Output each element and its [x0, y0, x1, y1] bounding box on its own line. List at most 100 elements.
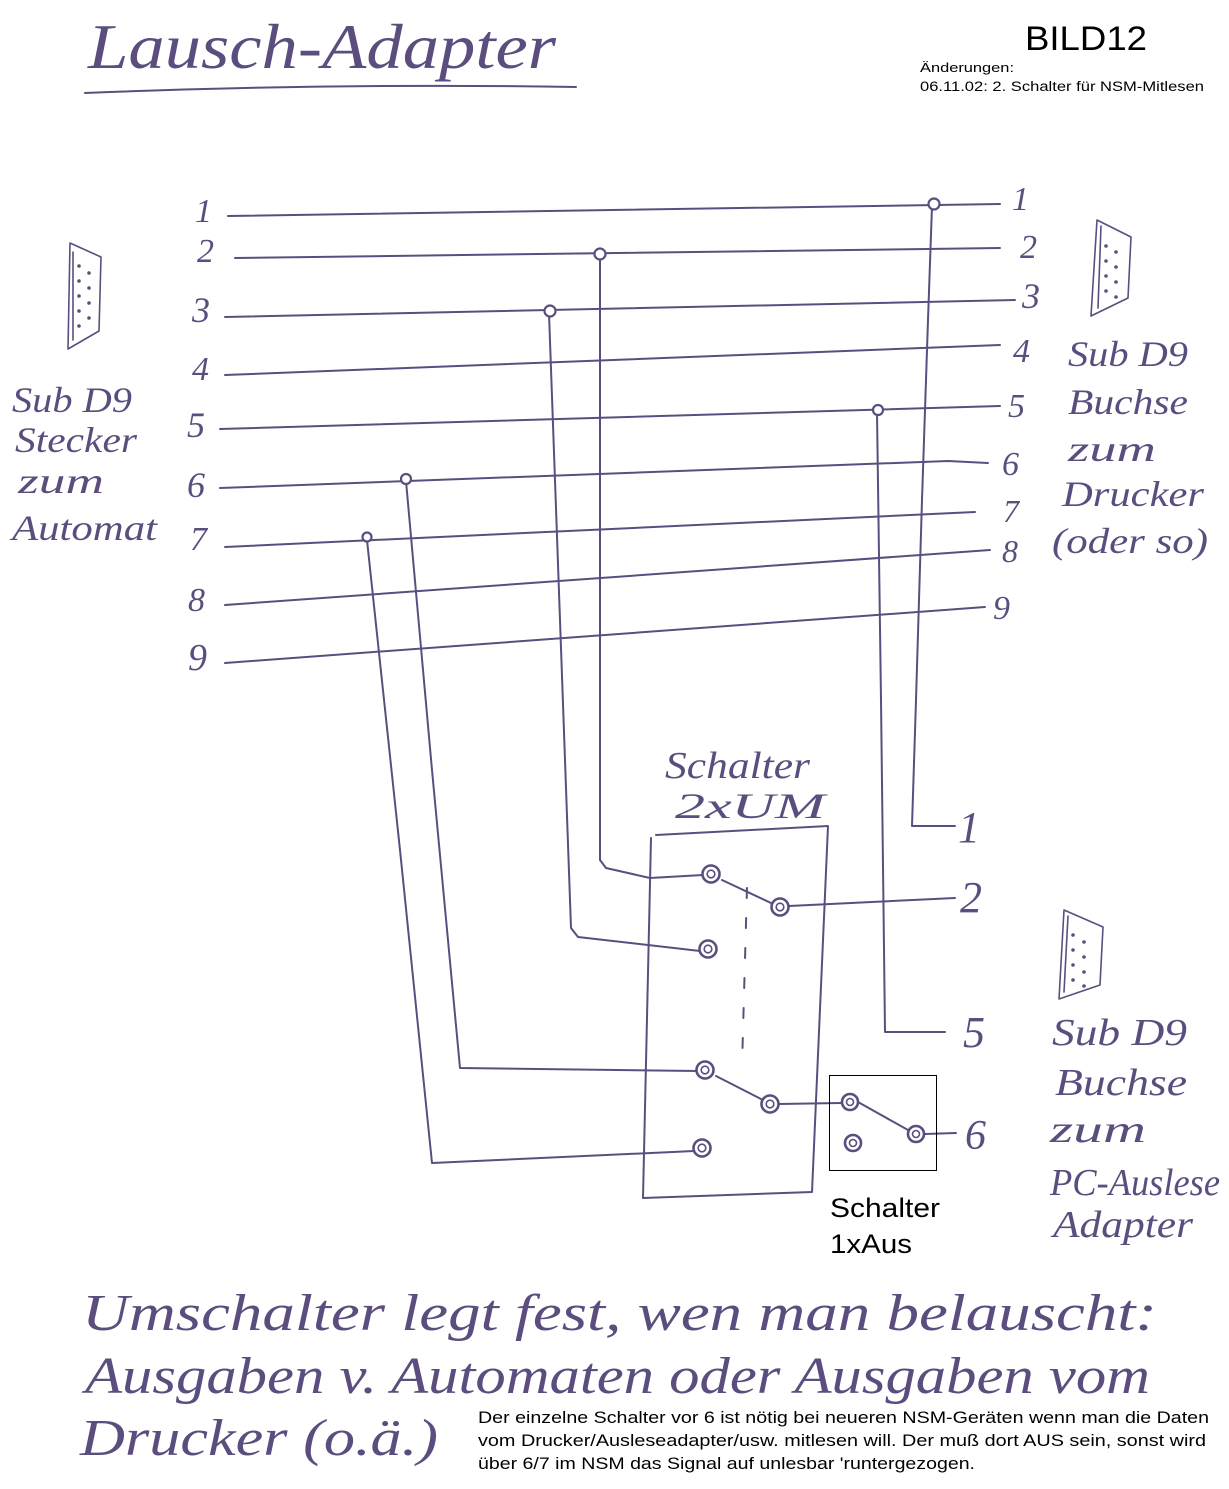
switch-terminal: [698, 939, 718, 959]
terminal-ring: [698, 939, 718, 959]
terminal-core: [765, 1099, 775, 1109]
left-connector: Sub D9 Stecker zum Automat 1 2 3 4 5 6 7…: [10, 193, 214, 679]
right-label-line: Sub D9: [1068, 334, 1188, 374]
pc-pin-6-label: 6: [965, 1113, 986, 1159]
connector-pin: [1114, 280, 1118, 284]
junction-dot: [927, 197, 941, 211]
left-pin-7-label: 7: [190, 521, 209, 558]
right-pin-7-label: 7: [1003, 493, 1021, 529]
right-connector: Sub D9 Buchse zum Drucker (oder so) 1 2 …: [993, 181, 1208, 627]
left-pin-4-label: 4: [192, 351, 209, 388]
connector-pin: [87, 271, 91, 275]
switch-linkage-line: [741, 887, 748, 1067]
left-label-line: Sub D9: [12, 380, 132, 420]
onoff-switch-type: 1xAus: [830, 1229, 912, 1259]
connector-edge: [1063, 915, 1069, 993]
connector-pin: [1114, 250, 1118, 254]
connector-pin: [77, 324, 81, 328]
tap-wires: [366, 205, 956, 1164]
switch-terminal: [701, 864, 721, 884]
onoff-switch-label: Schalter: [830, 1193, 940, 1223]
switch-terminal: [843, 1133, 863, 1153]
note-line: vom Drucker/Ausleseadapter/usw. mitlesen…: [478, 1431, 1206, 1450]
connector-pin: [77, 264, 81, 268]
left-label-line: Automat: [10, 508, 159, 548]
switch-terminal: [692, 1138, 712, 1158]
right-pin-5-label: 5: [1008, 388, 1025, 425]
header: Lausch-Adapter BILD12 Änderungen: 06.11.…: [84, 11, 1204, 94]
right-pin-1-label: 1: [1012, 181, 1029, 218]
right-pin-8-label: 8: [1002, 533, 1018, 569]
connector-pin: [1114, 265, 1118, 269]
connector-pin: [1104, 274, 1108, 278]
terminal-ring: [770, 897, 790, 917]
pc-connector: 1 2 5 6 Sub D9 Buchse zum PC-Auslese Ada…: [958, 803, 1220, 1246]
left-pin-9-label: 9: [188, 637, 207, 679]
sub-d9-connector-icon: [67, 242, 102, 350]
connector-pin: [1104, 289, 1108, 293]
wire-pin-5: [219, 405, 1001, 430]
connector-pin: [1082, 955, 1086, 959]
terminal-core: [706, 869, 716, 879]
wire-pin-8: [224, 549, 991, 606]
output-wire-pin-6: [924, 1132, 957, 1135]
through-wires: [219, 203, 1016, 664]
sub-d9-connector-icon: [1058, 909, 1104, 1000]
tap-wire-pin-2: [599, 256, 704, 879]
terminal-core: [703, 944, 713, 954]
terminal-core: [911, 1129, 921, 1139]
left-pin-8-label: 8: [188, 582, 205, 619]
switch-lever: [715, 1075, 762, 1100]
terminal-core: [845, 1097, 855, 1107]
terminal-ring: [695, 1060, 715, 1080]
switch-terminal: [906, 1124, 926, 1144]
note-line: über 6/7 im NSM das Signal auf unlesbar …: [478, 1454, 975, 1473]
sub-d9-connector-icon: [1090, 219, 1132, 317]
caption-line: Drucker (o.ä.): [79, 1410, 438, 1467]
pc-connector-label: Sub D9 Buchse zum PC-Auslese Adapter: [1048, 1012, 1220, 1246]
tap-wire-pin-6: [405, 480, 699, 1072]
connector-pin: [1071, 963, 1075, 967]
left-pin-3-label: 3: [191, 290, 210, 330]
wire-pin-3: [224, 299, 1016, 318]
pc-pin-2-label: 2: [960, 873, 982, 922]
pc-label-line: Sub D9: [1052, 1012, 1187, 1054]
left-pin-numbers: 1 2 3 4 5 6 7 8 9: [187, 193, 214, 679]
caption-line: Ausgaben v. Automaten oder Ausgaben vom: [81, 1348, 1150, 1405]
right-pin-9-label: 9: [993, 590, 1010, 627]
terminal-core: [775, 902, 785, 912]
wire-pin-4: [224, 344, 1001, 376]
junction-dot: [593, 247, 607, 261]
pc-label-line: zum: [1048, 1109, 1146, 1151]
right-pin-4-label: 4: [1013, 333, 1030, 370]
switch-terminal: [840, 1092, 860, 1112]
right-pin-6-label: 6: [1002, 446, 1019, 483]
terminal-ring: [760, 1094, 780, 1114]
connector-pin: [87, 286, 91, 290]
output-wire-pin-2: [788, 897, 956, 907]
output-wire-to-onoff-switch: [778, 1102, 842, 1105]
changes-entry: 06.11.02: 2. Schalter für NSM-Mitlesen: [920, 79, 1204, 94]
junction-dot: [871, 403, 885, 417]
figure-id: BILD12: [1025, 20, 1147, 58]
connector-pin: [77, 294, 81, 298]
connector-outline: [1090, 219, 1132, 317]
terminal-ring: [701, 864, 721, 884]
changes-label: Änderungen:: [920, 60, 1014, 75]
connector-pin: [1082, 984, 1086, 988]
switch-terminal: [695, 1060, 715, 1080]
changeover-switch-label: Schalter: [665, 745, 810, 787]
onoff-switch: Schalter 1xAus: [829, 1075, 940, 1259]
terminal-ring: [906, 1124, 926, 1144]
terminal-ring: [840, 1092, 860, 1112]
terminal-core: [697, 1143, 707, 1153]
connector-pin: [1071, 933, 1075, 937]
connector-outline: [67, 242, 102, 350]
connector-pin: [77, 309, 81, 313]
onoff-switch-box: [829, 1075, 937, 1171]
left-pin-5-label: 5: [187, 405, 205, 445]
terminal-core: [700, 1065, 710, 1075]
terminal-ring: [692, 1138, 712, 1158]
connector-pin: [87, 301, 91, 305]
right-label-line: Buchse: [1068, 382, 1188, 422]
